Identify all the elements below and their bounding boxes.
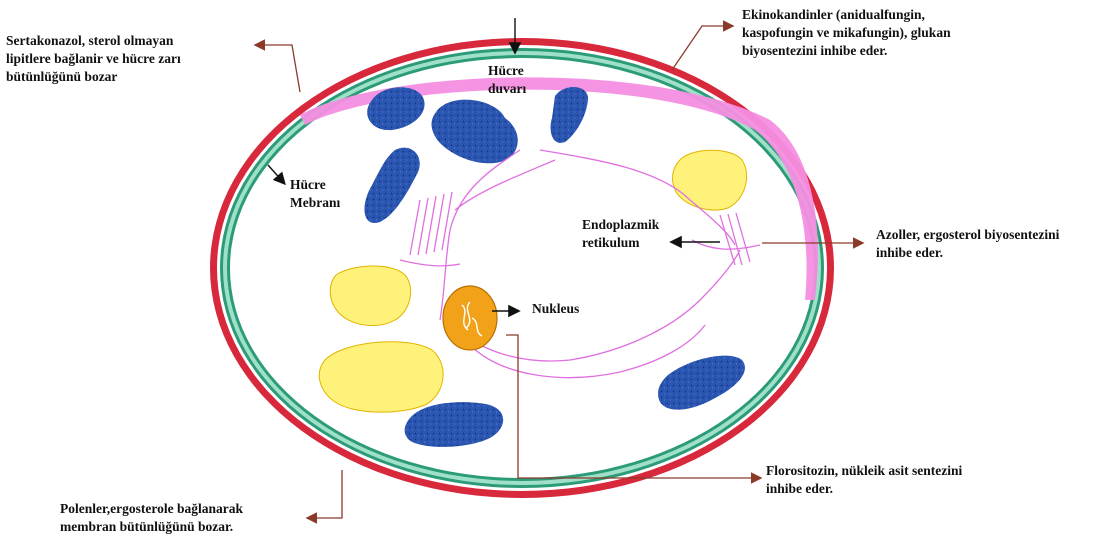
er-label: Endoplazmik retikulum <box>582 216 659 252</box>
polenler-label: Polenler,ergosterole bağlanarak membran … <box>60 500 243 536</box>
cell-membrane-label: Hücre Mebranı <box>290 176 340 212</box>
cell-wall-label: Hücre duvarı <box>488 62 526 98</box>
cell-wall <box>210 38 834 498</box>
azoller-label: Azoller, ergosterol biyosentezini inhibe… <box>876 226 1059 262</box>
sertakonazol-label: Sertakonazol, sterol olmayan lipitlere b… <box>6 32 181 86</box>
nucleus <box>443 286 497 350</box>
nucleus-label: Nukleus <box>532 300 579 318</box>
florositozin-label: Florositozin, nükleik asit sentezini inh… <box>766 462 962 498</box>
ekinokandin-label: Ekinokandinler (anidualfungin, kaspofung… <box>742 6 951 60</box>
